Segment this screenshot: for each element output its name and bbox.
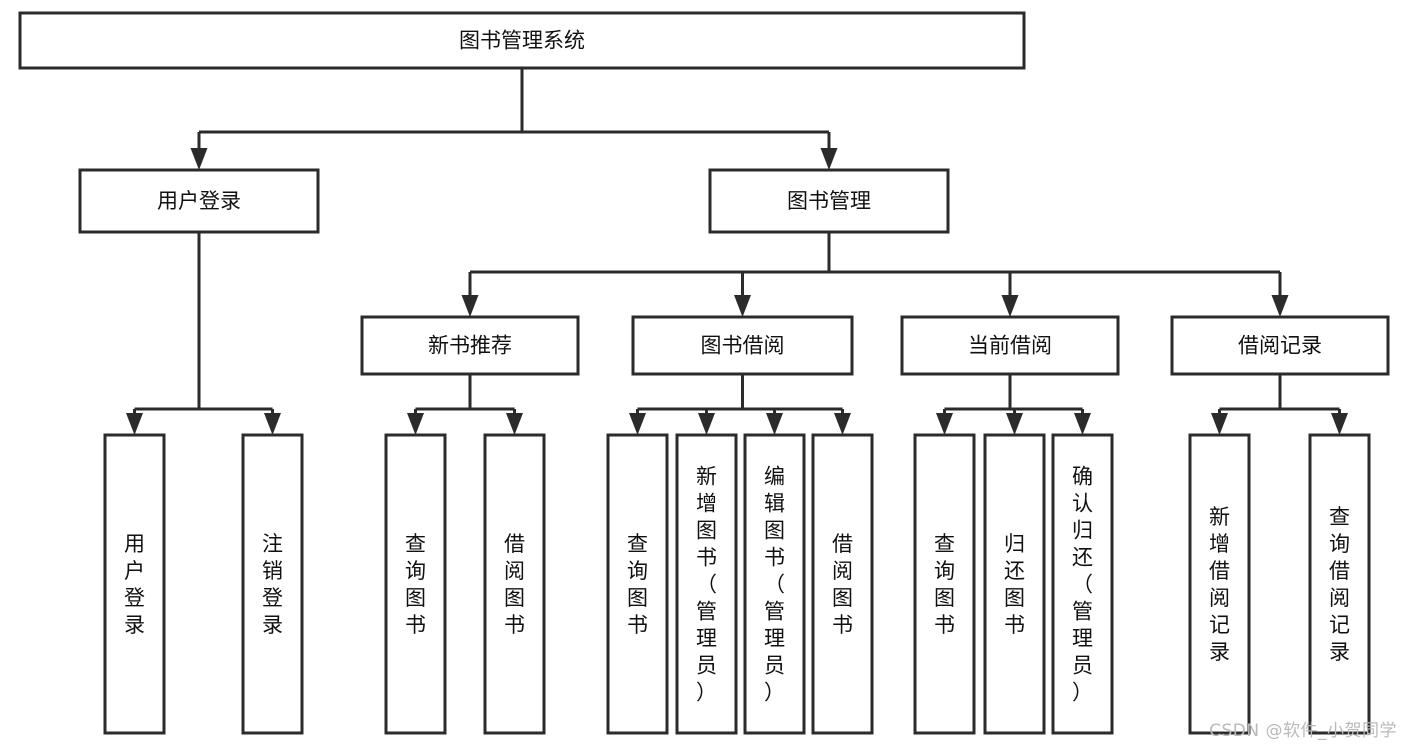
- node-label-borrow-record: 借阅记录: [1238, 334, 1322, 358]
- node-box-current-borrow[interactable]: [900, 315, 1120, 376]
- node-new-book-recommend[interactable]: 新书推荐: [360, 315, 580, 376]
- node-box-root[interactable]: [18, 11, 1026, 70]
- node-label-leaf-edit-book-admin: 编辑图书（管理员）: [764, 465, 785, 705]
- node-box-book-manage[interactable]: [708, 168, 950, 234]
- node-box-leaf-confirm-return-admin[interactable]: [1051, 433, 1114, 735]
- node-label-leaf-query-book-rec: 查询图书: [405, 532, 426, 637]
- node-label-leaf-user-logout: 注销登录: [262, 532, 283, 637]
- node-leaf-query-book-current[interactable]: 查询图书: [913, 433, 976, 735]
- node-label-current-borrow: 当前借阅: [968, 334, 1052, 358]
- node-leaf-edit-book-admin[interactable]: 编辑图书（管理员）: [743, 433, 806, 735]
- node-box-leaf-edit-book-admin[interactable]: [743, 433, 806, 735]
- node-box-leaf-user-login[interactable]: [103, 433, 166, 735]
- node-leaf-query-book-borrow[interactable]: 查询图书: [606, 433, 669, 735]
- node-root[interactable]: 图书管理系统: [18, 11, 1026, 70]
- node-label-leaf-query-book-borrow: 查询图书: [627, 532, 648, 637]
- node-box-leaf-add-borrow-record[interactable]: [1188, 433, 1251, 735]
- arrow-head-icon: [126, 413, 143, 435]
- node-label-user-login: 用户登录: [157, 189, 241, 213]
- arrow-head-icon: [629, 413, 646, 435]
- edge-group-borrow-record: [1211, 374, 1348, 435]
- edge-group-user-login: [126, 232, 281, 435]
- node-leaf-borrow-book[interactable]: 借阅图书: [811, 433, 874, 735]
- node-book-borrow[interactable]: 图书借阅: [631, 315, 854, 376]
- node-label-new-book-recommend: 新书推荐: [428, 334, 512, 358]
- node-current-borrow[interactable]: 当前借阅: [900, 315, 1120, 376]
- nodes-layer: 图书管理系统用户登录图书管理新书推荐图书借阅当前借阅借阅记录用户登录注销登录查询…: [18, 11, 1390, 735]
- node-box-leaf-return-book[interactable]: [983, 433, 1046, 735]
- arrow-head-icon: [820, 148, 838, 170]
- edge-group-book-manage: [461, 232, 1289, 317]
- node-label-leaf-borrow-book-rec: 借阅图书: [504, 532, 525, 637]
- arrow-head-icon: [506, 413, 523, 435]
- node-leaf-query-book-rec[interactable]: 查询图书: [384, 433, 447, 735]
- node-box-leaf-borrow-book-rec[interactable]: [483, 433, 546, 735]
- node-user-login[interactable]: 用户登录: [78, 168, 320, 234]
- edge-group-new-book-recommend: [407, 374, 523, 435]
- node-label-leaf-confirm-return-admin: 确认归还（管理员）: [1072, 465, 1093, 705]
- edge-group-book-borrow: [629, 374, 851, 435]
- arrow-head-icon: [698, 413, 715, 435]
- node-box-leaf-add-book-admin[interactable]: [675, 433, 738, 735]
- node-label-leaf-user-login: 用户登录: [124, 532, 145, 637]
- node-label-leaf-add-book-admin: 新增图书（管理员）: [696, 465, 717, 705]
- arrow-head-icon: [1001, 295, 1019, 317]
- arrow-head-icon: [1006, 413, 1023, 435]
- node-box-leaf-borrow-book[interactable]: [811, 433, 874, 735]
- node-leaf-borrow-book-rec[interactable]: 借阅图书: [483, 433, 546, 735]
- node-leaf-confirm-return-admin[interactable]: 确认归还（管理员）: [1051, 433, 1114, 735]
- node-label-leaf-query-borrow-record: 查询借阅记录: [1329, 505, 1350, 664]
- node-box-leaf-query-book-current[interactable]: [913, 433, 976, 735]
- node-label-book-borrow: 图书借阅: [701, 334, 785, 358]
- node-box-leaf-user-logout[interactable]: [241, 433, 304, 735]
- node-borrow-record[interactable]: 借阅记录: [1170, 315, 1390, 376]
- node-box-leaf-query-book-rec[interactable]: [384, 433, 447, 735]
- arrow-head-icon: [1211, 413, 1228, 435]
- node-leaf-user-login[interactable]: 用户登录: [103, 433, 166, 735]
- node-label-leaf-return-book: 归还图书: [1004, 532, 1025, 637]
- node-leaf-user-logout[interactable]: 注销登录: [241, 433, 304, 735]
- node-box-user-login[interactable]: [78, 168, 320, 234]
- arrow-head-icon: [1331, 413, 1348, 435]
- node-leaf-return-book[interactable]: 归还图书: [983, 433, 1046, 735]
- node-label-leaf-borrow-book: 借阅图书: [832, 532, 853, 637]
- arrow-head-icon: [936, 413, 953, 435]
- arrow-head-icon: [1271, 295, 1289, 317]
- arrow-head-icon: [1074, 413, 1091, 435]
- node-leaf-add-borrow-record[interactable]: 新增借阅记录: [1188, 433, 1251, 735]
- arrow-head-icon: [834, 413, 851, 435]
- node-label-leaf-add-borrow-record: 新增借阅记录: [1209, 505, 1230, 664]
- arrow-head-icon: [734, 295, 751, 317]
- node-box-leaf-query-book-borrow[interactable]: [606, 433, 669, 735]
- node-leaf-add-book-admin[interactable]: 新增图书（管理员）: [675, 433, 738, 735]
- arrow-head-icon: [407, 413, 424, 435]
- node-box-leaf-query-borrow-record[interactable]: [1308, 433, 1371, 735]
- edge-group-current-borrow: [936, 374, 1091, 435]
- arrow-head-icon: [190, 148, 208, 170]
- node-label-leaf-query-book-current: 查询图书: [934, 532, 955, 637]
- edge-group-root: [190, 68, 838, 170]
- arrow-head-icon: [264, 413, 281, 435]
- node-leaf-query-borrow-record[interactable]: 查询借阅记录: [1308, 433, 1371, 735]
- node-book-manage[interactable]: 图书管理: [708, 168, 950, 234]
- node-box-book-borrow[interactable]: [631, 315, 854, 376]
- node-box-new-book-recommend[interactable]: [360, 315, 580, 376]
- arrow-head-icon: [766, 413, 783, 435]
- edges-layer: [126, 68, 1348, 435]
- node-label-book-manage: 图书管理: [787, 189, 871, 213]
- node-label-root: 图书管理系统: [459, 29, 585, 53]
- node-box-borrow-record[interactable]: [1170, 315, 1390, 376]
- arrow-head-icon: [461, 295, 479, 317]
